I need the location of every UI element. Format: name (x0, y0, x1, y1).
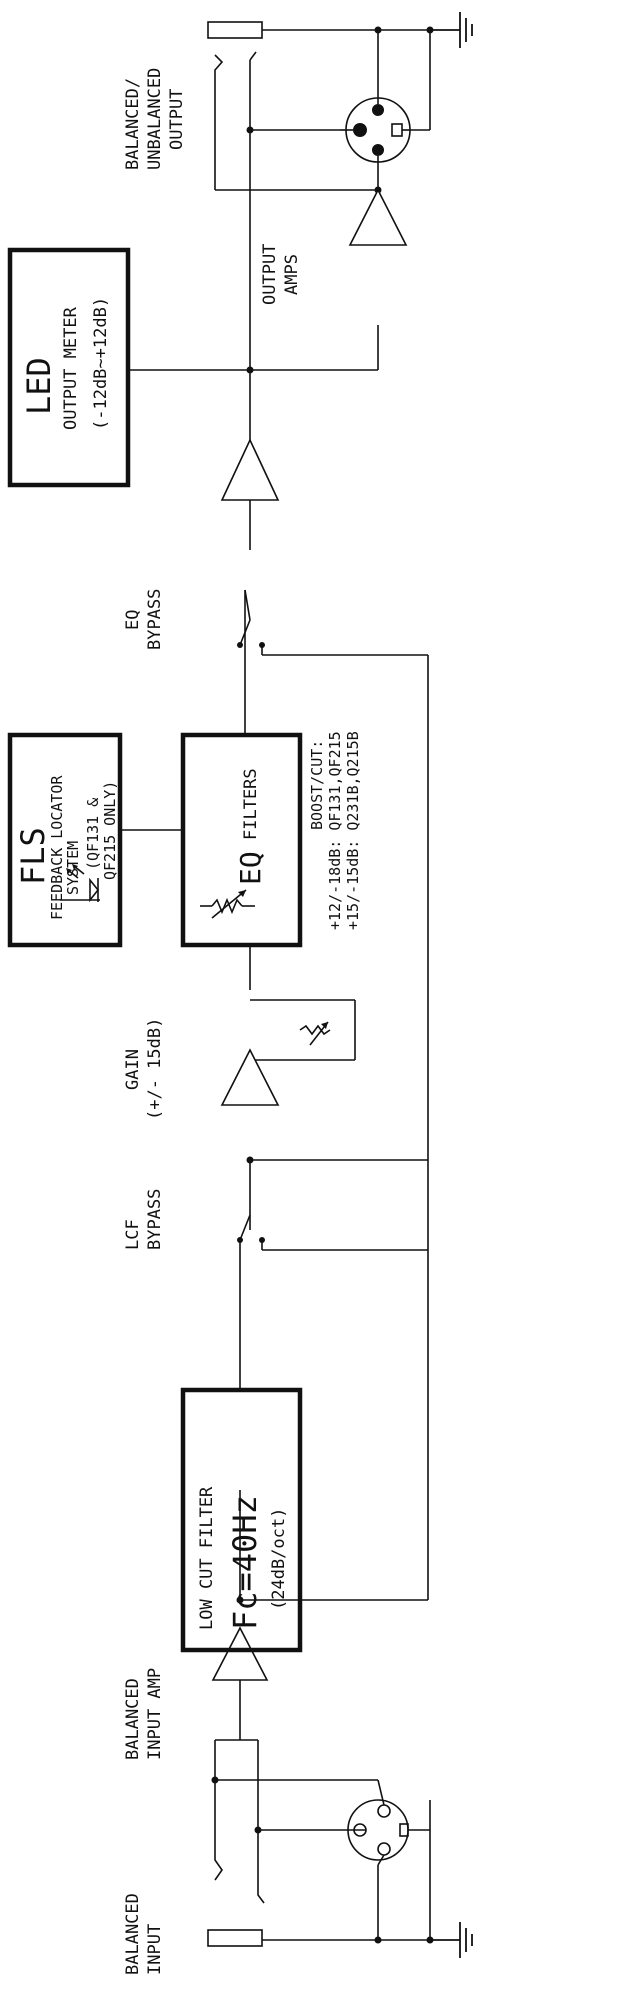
label-input-amp-1: BALANCED (123, 1678, 143, 1760)
eq-filters-box (180, 732, 303, 948)
label-eq-bypass-2: BYPASS (145, 589, 165, 650)
eq-pot-icon (200, 889, 255, 919)
boost-cut-title: BOOST/CUT: (308, 740, 326, 830)
fls-title: FLS (14, 827, 52, 885)
led-line-1: OUTPUT METER (61, 306, 81, 430)
filters-label: FILTERS (241, 768, 261, 840)
low-cut-filter-box (180, 1387, 303, 1653)
label-output-amps-1: OUTPUT (260, 244, 280, 305)
boost-cut-line-1: +12/-18dB: QF131,QF215 (326, 731, 344, 930)
wiring (120, 29, 431, 1941)
output-amp-inverting (348, 188, 408, 246)
label-eq-bypass-1: EQ (123, 610, 143, 630)
label-input-amp-2: INPUT AMP (145, 1668, 165, 1760)
input-xlr-connector (340, 1779, 430, 1866)
led-line-2: (-12dB~+12dB) (91, 297, 111, 430)
label-output-2: UNBALANCED (145, 68, 165, 170)
label-gain-2: (+/- 15dB) (145, 1018, 165, 1120)
balanced-input-amp (211, 1626, 269, 1681)
output-jack-socket (207, 21, 263, 85)
label-output-1: BALANCED/ (123, 78, 143, 170)
led-title: LED (20, 357, 58, 415)
lcf-bypass-switch (239, 1214, 251, 1285)
label-lcf-bypass-2: BYPASS (145, 1189, 165, 1250)
fls-line-3: (QF131 & (84, 798, 102, 870)
lcf-title: LOW CUT FILTER (197, 1486, 217, 1630)
gain-amp (220, 1048, 280, 1106)
label-gain-1: GAIN (123, 1049, 143, 1090)
output-amp-main (220, 438, 280, 501)
label-lcf-bypass-1: LCF (123, 1219, 143, 1250)
lcf-slope: (24dB/oct) (269, 1508, 289, 1610)
input-jack-socket (207, 1840, 265, 1947)
eq-label: EQ (234, 851, 267, 885)
label-output-3: OUTPUT (167, 89, 187, 150)
fls-line-1: FEEDBACK LOCATOR (48, 775, 66, 920)
fls-led-icon (60, 864, 100, 903)
label-balanced-input-1: BALANCED (123, 1893, 143, 1975)
label-balanced-input-2: INPUT (145, 1924, 165, 1975)
gain-pot (299, 1021, 331, 1046)
label-output-amps-2: AMPS (282, 254, 302, 295)
output-ground-icon (430, 12, 473, 48)
fls-line-2: SYSTEM (64, 841, 82, 895)
boost-cut-line-2: +15/-15dB: Q231B,Q215B (344, 731, 362, 930)
led-meter-box (7, 247, 131, 488)
eq-bypass-switch (239, 589, 251, 646)
input-ground-icon (430, 1922, 473, 1958)
output-xlr-connector (340, 97, 411, 163)
fls-box (7, 732, 123, 948)
fls-line-4: QF215 ONLY) (101, 781, 119, 880)
lcf-frequency: Fc=40Hz (226, 1495, 264, 1630)
